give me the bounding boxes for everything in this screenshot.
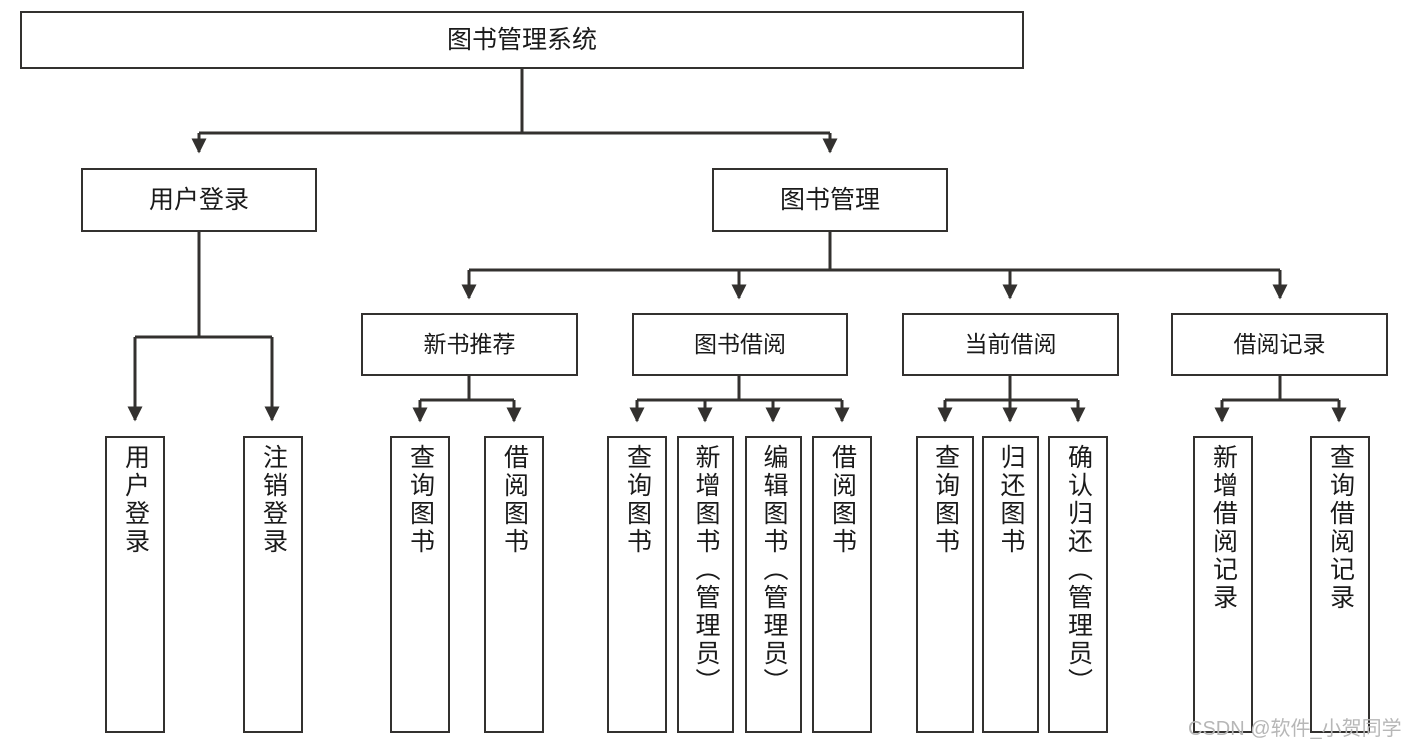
node-label: 图书管理 <box>779 185 880 214</box>
node-label: 用户登录 <box>148 185 249 214</box>
node-label: 注销登录 <box>259 444 288 556</box>
node-label: 图书借阅 <box>694 331 786 358</box>
node-leaf-borrow-book[interactable]: 借阅图书 <box>812 436 872 733</box>
node-leaf-query-borrow-record[interactable]: 查询借阅记录 <box>1310 436 1370 733</box>
node-label: 查询图书 <box>931 444 960 556</box>
node-label: 图书管理系统 <box>446 25 597 54</box>
node-leaf-query-book-rec[interactable]: 查询图书 <box>390 436 450 733</box>
node-leaf-add-borrow-record[interactable]: 新增借阅记录 <box>1193 436 1253 733</box>
node-book-borrow[interactable]: 图书借阅 <box>632 313 848 376</box>
node-label: 新书推荐 <box>423 331 516 358</box>
node-label: 查询图书 <box>623 444 652 556</box>
node-user-login[interactable]: 用户登录 <box>81 168 317 232</box>
node-leaf-add-book-admin[interactable]: 新增图书（管理员） <box>677 436 734 733</box>
node-label: 查询借阅记录 <box>1326 444 1355 612</box>
node-leaf-edit-book-admin[interactable]: 编辑图书（管理员） <box>745 436 802 733</box>
csdn-watermark: CSDN @软件_小贺同学 <box>1188 718 1402 740</box>
node-label: 借阅图书 <box>828 444 857 556</box>
node-borrow-record[interactable]: 借阅记录 <box>1171 313 1388 376</box>
node-label: 归还图书 <box>997 444 1025 556</box>
node-leaf-confirm-return-admin[interactable]: 确认归还（管理员） <box>1048 436 1108 733</box>
node-label: 用户登录 <box>121 444 150 556</box>
node-label: 当前借阅 <box>964 331 1057 358</box>
node-new-book-recommendation[interactable]: 新书推荐 <box>361 313 578 376</box>
node-label: 编辑图书（管理员） <box>760 444 788 696</box>
node-leaf-borrow-book-rec[interactable]: 借阅图书 <box>484 436 544 733</box>
node-label: 新增借阅记录 <box>1209 444 1238 612</box>
node-leaf-logout[interactable]: 注销登录 <box>243 436 303 733</box>
node-leaf-query-book-current[interactable]: 查询图书 <box>916 436 974 733</box>
node-label: 新增图书（管理员） <box>692 444 720 696</box>
node-current-borrow[interactable]: 当前借阅 <box>902 313 1119 376</box>
node-leaf-return-book[interactable]: 归还图书 <box>982 436 1039 733</box>
node-root-book-management-system[interactable]: 图书管理系统 <box>20 11 1024 69</box>
node-book-management[interactable]: 图书管理 <box>712 168 948 232</box>
node-label: 借阅记录 <box>1233 331 1326 358</box>
node-label: 确认归还（管理员） <box>1064 444 1093 696</box>
node-leaf-user-login[interactable]: 用户登录 <box>105 436 165 733</box>
node-leaf-query-book-borrow[interactable]: 查询图书 <box>607 436 667 733</box>
node-label: 借阅图书 <box>500 444 529 556</box>
node-label: 查询图书 <box>406 444 435 556</box>
